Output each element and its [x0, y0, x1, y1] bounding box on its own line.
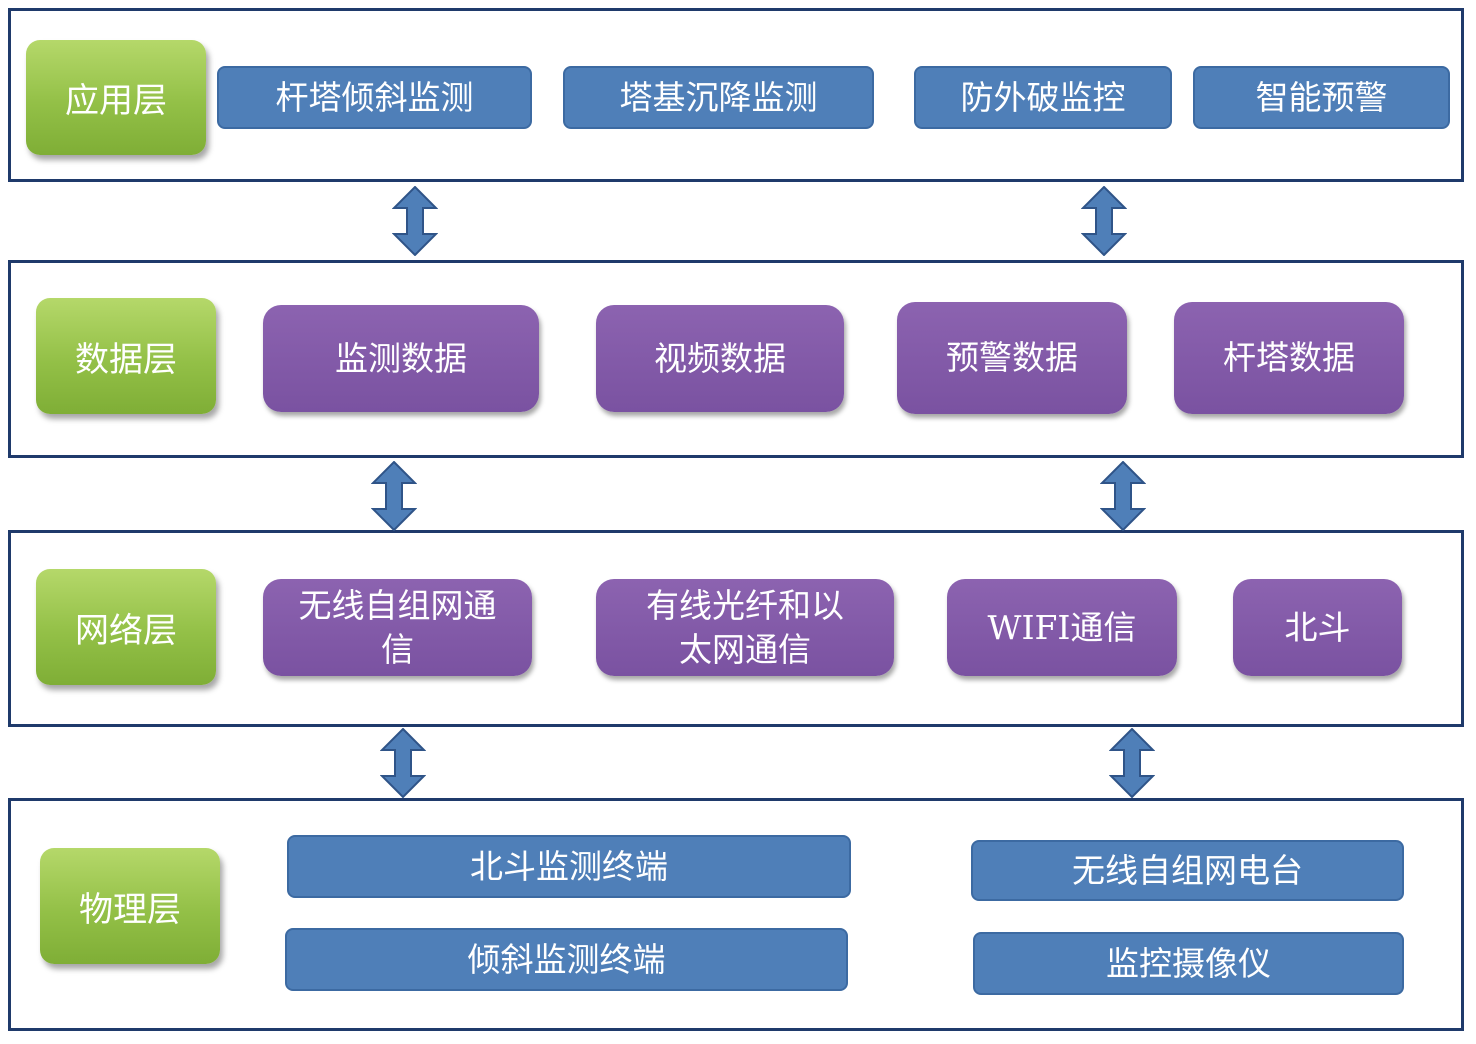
net-item-beidou: 北斗	[1233, 579, 1402, 676]
phys-item-camera: 监控摄像仪	[973, 932, 1404, 995]
data-item-warning: 预警数据	[897, 302, 1127, 414]
net-item-wifi: WIFI通信	[947, 579, 1177, 676]
double-arrow-icon	[1109, 728, 1155, 798]
app-item-tower-tilt: 杆塔倾斜监测	[217, 66, 532, 129]
data-layer-tag: 数据层	[36, 298, 216, 414]
double-arrow-icon	[392, 186, 438, 256]
app-item-anti-damage: 防外破监控	[914, 66, 1172, 129]
double-arrow-icon	[371, 461, 417, 531]
double-arrow-icon	[1100, 461, 1146, 531]
net-item-fiber-ethernet: 有线光纤和以 太网通信	[596, 579, 894, 676]
double-arrow-icon	[380, 728, 426, 798]
app-item-smart-warning: 智能预警	[1193, 66, 1450, 129]
app-item-foundation-settlement: 塔基沉降监测	[563, 66, 874, 129]
physical-layer-tag: 物理层	[40, 848, 220, 964]
network-layer-tag: 网络层	[36, 569, 216, 685]
double-arrow-icon	[1081, 186, 1127, 256]
data-item-monitoring: 监测数据	[263, 305, 539, 412]
application-layer-tag: 应用层	[26, 40, 206, 155]
phys-item-beidou-terminal: 北斗监测终端	[287, 835, 851, 898]
data-item-video: 视频数据	[596, 305, 844, 412]
phys-item-wireless-radio: 无线自组网电台	[971, 840, 1404, 901]
net-item-wireless-adhoc: 无线自组网通 信	[263, 579, 532, 676]
physical-layer	[8, 798, 1464, 1031]
data-item-tower: 杆塔数据	[1174, 302, 1404, 414]
phys-item-tilt-terminal: 倾斜监测终端	[285, 928, 848, 991]
